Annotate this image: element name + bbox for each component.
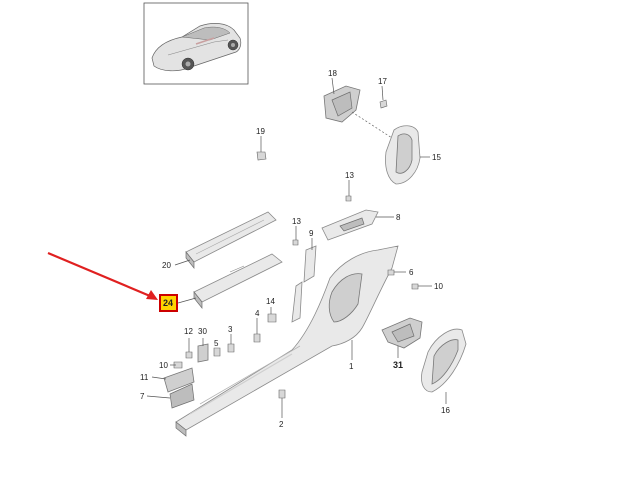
leader-lines xyxy=(146,77,447,418)
callout-11[interactable]: 11 xyxy=(140,373,149,382)
highlight-arrow xyxy=(47,251,158,300)
part-16-shape xyxy=(421,328,467,393)
callout-4[interactable]: 4 xyxy=(255,309,260,318)
callout-20[interactable]: 20 xyxy=(162,261,171,270)
callout-13-lower[interactable]: 13 xyxy=(292,217,301,226)
callout-14[interactable]: 14 xyxy=(266,297,275,306)
callout-7[interactable]: 7 xyxy=(140,392,145,401)
callout-2[interactable]: 2 xyxy=(279,420,284,429)
part-9-shape xyxy=(291,245,317,323)
part-18-shape xyxy=(323,85,361,123)
part-24-shape xyxy=(193,253,283,309)
callout-13-upper[interactable]: 13 xyxy=(345,171,354,180)
callout-31[interactable]: 31 xyxy=(393,360,403,370)
callout-10-left[interactable]: 10 xyxy=(159,361,168,370)
callout-24[interactable]: 24 xyxy=(163,298,173,308)
part-15-shape xyxy=(385,125,421,185)
callout-18[interactable]: 18 xyxy=(328,69,337,78)
callout-12[interactable]: 12 xyxy=(184,327,193,336)
callout-15[interactable]: 15 xyxy=(432,153,441,162)
highlight-box-24 xyxy=(159,294,178,312)
callout-10-right[interactable]: 10 xyxy=(434,282,443,291)
part-31-shape xyxy=(381,317,423,349)
callout-19[interactable]: 19 xyxy=(256,127,265,136)
part-8-shape xyxy=(321,209,379,241)
small-fasteners xyxy=(163,269,419,409)
callout-9[interactable]: 9 xyxy=(309,229,314,238)
part-17-shape xyxy=(379,99,388,109)
part-19-shape xyxy=(256,151,267,161)
callout-17[interactable]: 17 xyxy=(378,77,387,86)
callout-6[interactable]: 6 xyxy=(409,268,414,277)
callout-3[interactable]: 3 xyxy=(228,325,233,334)
callout-5[interactable]: 5 xyxy=(214,339,219,348)
vehicle-thumbnail xyxy=(143,2,249,85)
callout-30[interactable]: 30 xyxy=(198,327,207,336)
part-1-shape xyxy=(175,245,399,437)
callout-16[interactable]: 16 xyxy=(441,406,450,415)
callout-8[interactable]: 8 xyxy=(396,213,401,222)
callout-1[interactable]: 1 xyxy=(349,362,354,371)
